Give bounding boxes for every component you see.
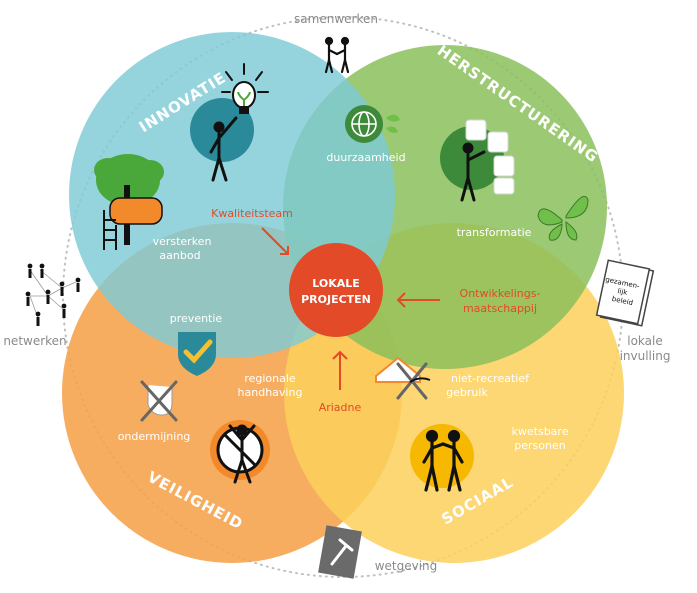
no-person-sign-icon: [210, 420, 270, 484]
label-versterken: versterken: [153, 235, 212, 248]
handshake-people-icon: [324, 36, 350, 74]
label-duurzaamheid: duurzaamheid: [326, 151, 405, 164]
label-netwerken: netwerken: [3, 334, 66, 348]
globe-leaf-icon: [345, 105, 400, 143]
two-people-icon: [410, 424, 474, 492]
person-lightbulb-icon: [190, 63, 269, 182]
tree-house-icon: [94, 154, 164, 250]
crossed-hand-icon: [140, 380, 178, 422]
label-kwetsbare: kwetsbare: [512, 425, 569, 438]
shield-check-icon: [178, 332, 216, 376]
label-ontwikkelings-2: maatschappij: [463, 302, 537, 315]
network-people-icon: [25, 263, 81, 326]
arrow-kwaliteitsteam: [261, 227, 289, 255]
arrow-ontwikkelings: [396, 292, 440, 308]
label-regionale: regionale: [244, 372, 296, 385]
label-lokale: lokale: [627, 334, 662, 348]
butterfly-icon: [537, 196, 589, 241]
crossed-house-icon: [375, 356, 431, 400]
label-transformatie: transformatie: [457, 226, 532, 239]
label-handhaving: handhaving: [238, 386, 303, 399]
label-invulling: invulling: [620, 349, 671, 363]
label-ariadne: Ariadne: [319, 401, 362, 414]
gavel-book-icon: [318, 525, 362, 579]
label-wetgeving: wetgeving: [375, 559, 438, 573]
label-personen: personen: [514, 439, 565, 452]
label-preventie: preventie: [170, 312, 223, 325]
label-aanbod: aanbod: [159, 249, 200, 262]
label-niet-recreatief: niet-recreatief: [451, 372, 530, 385]
center-line2: PROJECTEN: [301, 293, 371, 306]
person-puzzle-icon: [440, 119, 515, 202]
policy-book-icon: gezamen- lijk beleid: [595, 259, 655, 327]
center-circle: [289, 243, 383, 337]
label-kwaliteitsteam: Kwaliteitsteam: [211, 207, 293, 220]
label-samenwerken: samenwerken: [294, 12, 378, 26]
label-ondermijning: ondermijning: [118, 430, 191, 443]
book-line2: lijk: [617, 287, 629, 297]
arrow-ariadne: [332, 350, 348, 390]
label-gebruik: gebruik: [446, 386, 488, 399]
label-ontwikkelings-1: Ontwikkelings-: [460, 287, 541, 300]
center-line1: LOKALE: [312, 277, 360, 290]
